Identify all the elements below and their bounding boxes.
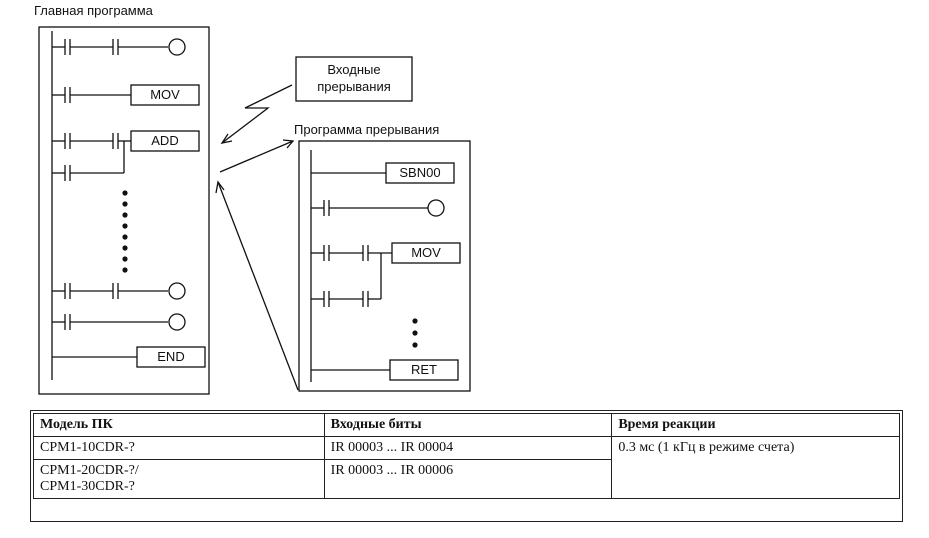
int-rung-mov bbox=[311, 242, 461, 307]
ret-block-frame bbox=[389, 359, 459, 381]
main-program-frame bbox=[38, 26, 210, 395]
add-block-label: ADD bbox=[151, 133, 179, 148]
cell-model-line1: CPM1-20CDR-?/ bbox=[40, 463, 139, 478]
cell-response-time: 0.3 мс (1 кГц в режиме счета) bbox=[611, 436, 900, 499]
interrupt-inputs-line2: прерывания bbox=[317, 79, 391, 94]
main-rung-4 bbox=[52, 282, 186, 300]
end-block-frame bbox=[136, 346, 206, 368]
cell-bits: IR 00003 ... IR 00006 bbox=[323, 459, 613, 499]
interrupt-program-frame bbox=[298, 140, 471, 392]
coil-icon bbox=[427, 199, 445, 217]
ret-block-label: RET bbox=[411, 362, 437, 377]
coil-icon bbox=[168, 282, 186, 300]
int-mov-block-label: MOV bbox=[411, 245, 441, 260]
header-input-bits: Входные биты bbox=[323, 413, 613, 437]
return-arrow bbox=[217, 181, 299, 391]
coil-icon bbox=[168, 313, 186, 331]
int-mov-block-frame bbox=[391, 242, 461, 264]
cell-model: CPM1-10CDR-? bbox=[33, 436, 325, 460]
interrupt-inputs-label: Входные прерывания bbox=[296, 57, 412, 101]
interrupt-inputs-box bbox=[295, 56, 413, 102]
add-block-frame bbox=[130, 130, 200, 152]
table-row: CPM1-10CDR-? IR 00003 ... IR 00004 0.3 м… bbox=[33, 436, 900, 499]
cell-bits: IR 00003 ... IR 00004 bbox=[323, 436, 613, 460]
sbn-block-label: SBN00 bbox=[399, 165, 441, 180]
main-rung-1 bbox=[52, 38, 186, 56]
main-program-title: Главная программа bbox=[34, 3, 153, 18]
main-rung-end bbox=[52, 346, 206, 368]
interrupt-program-title: Программа прерывания bbox=[294, 122, 440, 137]
interrupt-inputs-table: Модель ПК Входные биты Время реакции CPM… bbox=[33, 413, 900, 499]
header-model: Модель ПК bbox=[33, 413, 325, 437]
coil-icon bbox=[168, 38, 186, 56]
ladder-diagram bbox=[38, 26, 471, 395]
cell-model-line2: CPM1-30CDR-? bbox=[40, 479, 135, 494]
mov-block-label: MOV bbox=[150, 87, 180, 102]
table-row: CPM1-20CDR-?/ CPM1-30CDR-? IR 00003 ... … bbox=[33, 459, 900, 499]
cell-model: CPM1-20CDR-?/ CPM1-30CDR-? bbox=[33, 459, 325, 499]
main-rung-3 bbox=[52, 130, 200, 181]
interrupt-lightning-arrow bbox=[221, 84, 293, 144]
interrupt-continuation-dots bbox=[412, 318, 418, 348]
header-response-time: Время реакции bbox=[611, 413, 900, 437]
interrupt-inputs-line1: Входные bbox=[327, 62, 381, 77]
int-rung-2 bbox=[311, 199, 445, 217]
mov-block-frame bbox=[130, 84, 200, 106]
main-rung-2 bbox=[52, 84, 200, 106]
main-rung-5 bbox=[52, 313, 186, 331]
int-rung-ret bbox=[311, 359, 459, 381]
end-block-label: END bbox=[157, 349, 185, 364]
table-header-row: Модель ПК Входные биты Время реакции bbox=[33, 413, 900, 437]
sbn-block-frame bbox=[385, 162, 455, 184]
int-rung-sbn bbox=[311, 162, 455, 184]
call-arrow bbox=[219, 140, 294, 173]
main-continuation-dots bbox=[122, 190, 128, 273]
